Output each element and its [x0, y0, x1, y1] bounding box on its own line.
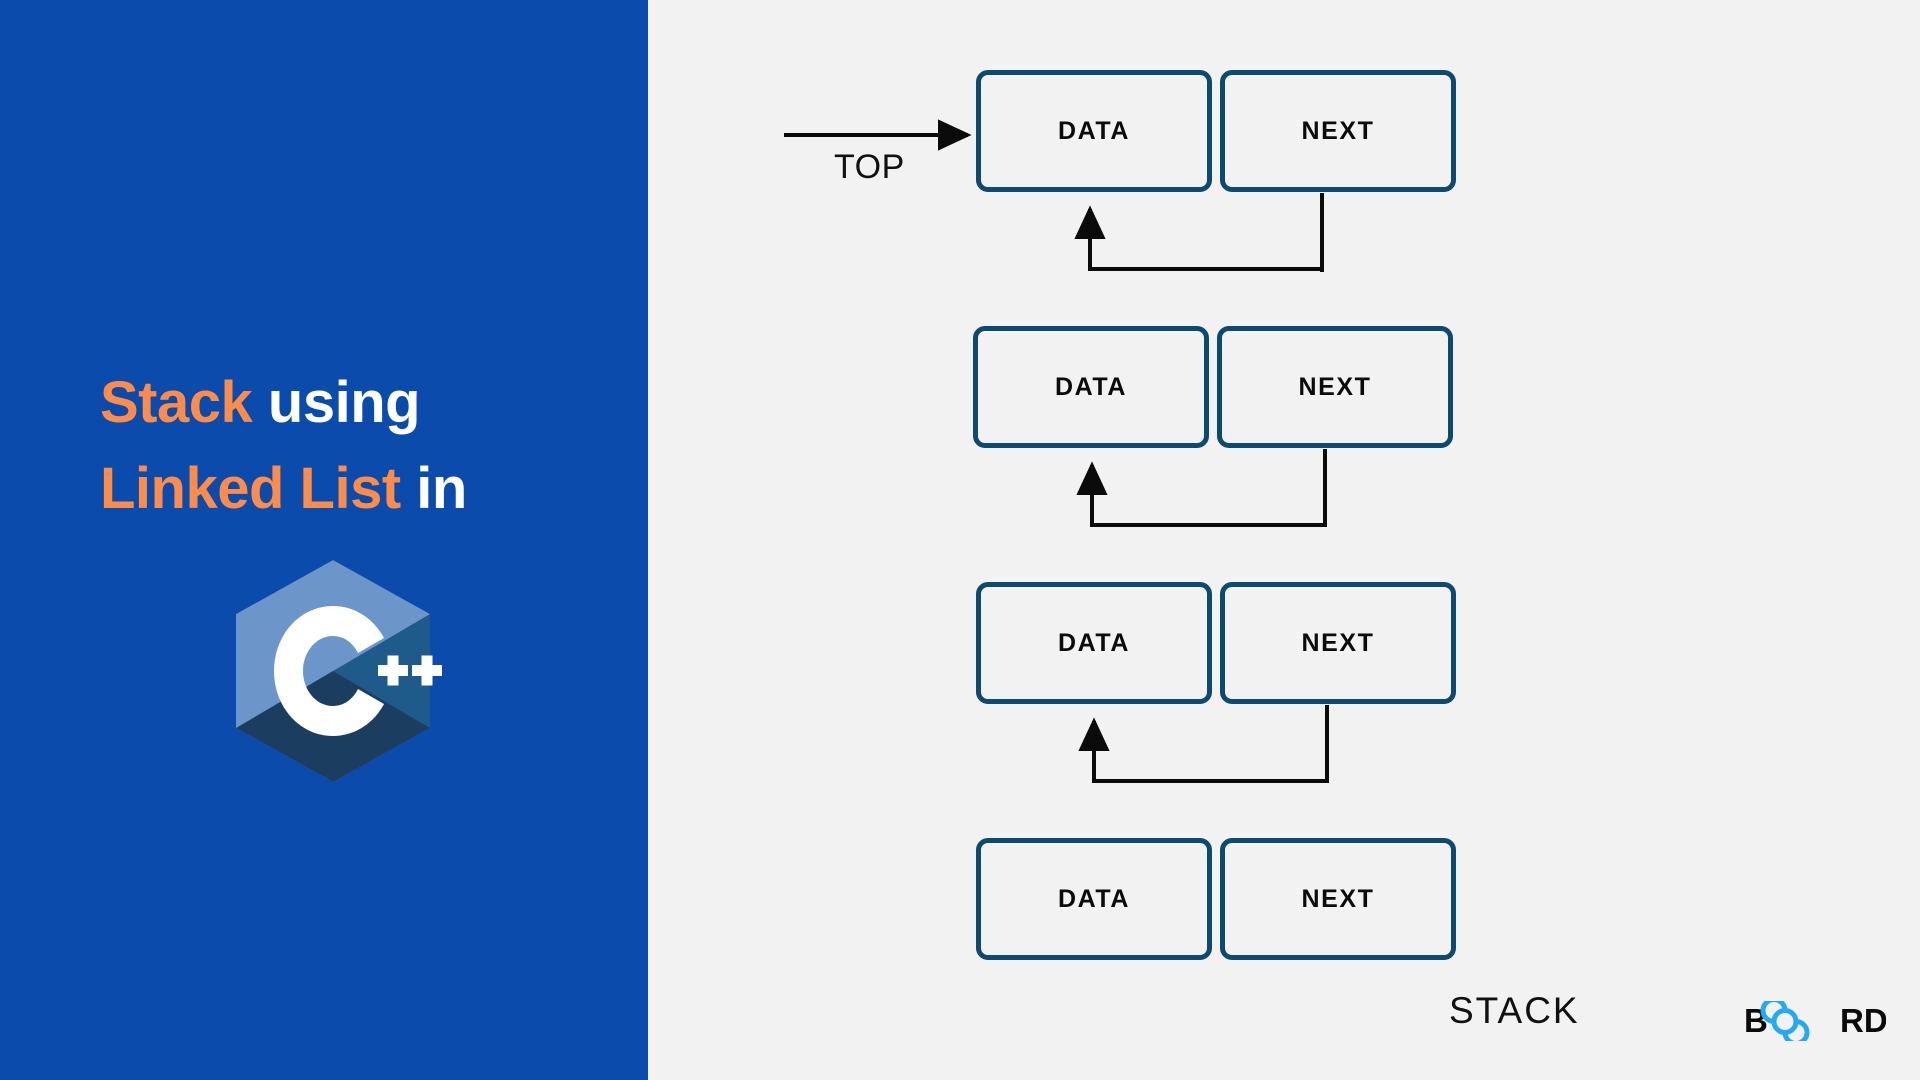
top-pointer-label: TOP	[834, 148, 905, 186]
node-4-next-label: NEXT	[1301, 884, 1375, 913]
cpp-letter-c	[274, 606, 384, 736]
stack-caption: STACK	[1449, 990, 1580, 1031]
board-logo: B RD	[1744, 1001, 1886, 1041]
title-line-2: Linked List in	[100, 446, 620, 532]
cpp-plus-signs	[378, 655, 442, 686]
node-2-next-cell[interactable]: NEXT	[1217, 326, 1453, 448]
node-1-next-label: NEXT	[1301, 116, 1375, 145]
left-title-panel: Stack using Linked List in	[0, 0, 648, 1080]
title-line-1: Stack using	[100, 360, 620, 446]
node-2-data-label: DATA	[1054, 372, 1128, 401]
node-3-next-label: NEXT	[1301, 628, 1375, 657]
node-4-data-label: DATA	[1057, 884, 1131, 913]
list-node-4[interactable]: DATA NEXT	[976, 838, 1456, 960]
node-3-data-label: DATA	[1057, 628, 1131, 657]
node-2-data-cell[interactable]: DATA	[973, 326, 1209, 448]
board-logo-text-rd: RD	[1840, 1002, 1886, 1039]
title-plain-2: in	[400, 455, 467, 521]
node-3-data-cell[interactable]: DATA	[976, 582, 1212, 704]
node-3-next-cell[interactable]: NEXT	[1220, 582, 1456, 704]
node-1-next-cell[interactable]: NEXT	[1220, 70, 1456, 192]
infinity-icon	[1760, 1001, 1810, 1041]
cpp-logo	[236, 560, 442, 782]
title-plain-1: using	[252, 370, 421, 435]
node-1-data-label: DATA	[1057, 116, 1131, 145]
node-2-next-label: NEXT	[1298, 372, 1372, 401]
node-4-data-cell[interactable]: DATA	[976, 838, 1212, 960]
node-1-data-cell[interactable]: DATA	[976, 70, 1212, 192]
title-block: Stack using Linked List in	[100, 360, 620, 532]
linked-list-diagram: DATA NEXT DATA NEXT DATA NEXT	[648, 0, 1920, 1080]
list-node-1[interactable]: DATA NEXT	[976, 70, 1456, 192]
node-4-next-cell[interactable]: NEXT	[1220, 838, 1456, 960]
list-node-3[interactable]: DATA NEXT	[976, 582, 1456, 704]
title-highlight-1: Stack	[100, 370, 253, 435]
title-highlight-2: Linked List	[100, 455, 401, 521]
list-node-2[interactable]: DATA NEXT	[973, 326, 1453, 448]
